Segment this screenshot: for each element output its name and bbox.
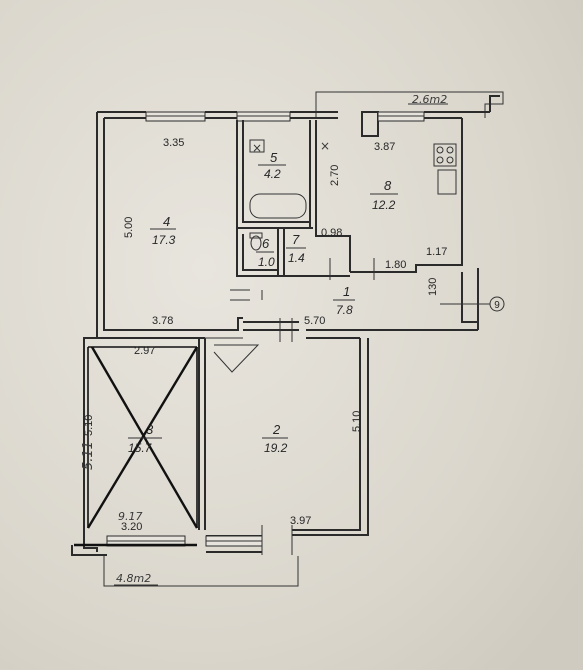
- dim-hall-height: 130: [427, 278, 439, 296]
- room-1-area: 7.8: [336, 303, 353, 317]
- dim-room8-top: 3.87: [374, 141, 395, 153]
- dimension-labels: 3.35 5.00 3.78 2.70 3.87 0.98 1.17 1.80 …: [83, 137, 447, 533]
- dim-room3-height: 5.10: [83, 415, 95, 436]
- room-3-area: 15.7: [128, 441, 153, 455]
- exterior-walls: [71, 95, 500, 556]
- interior-walls: [84, 120, 375, 530]
- room-5-number: 5: [270, 150, 278, 165]
- room-7-area: 1.4: [288, 251, 305, 265]
- room-4-area: 17.3: [152, 233, 176, 247]
- top-balcony-area: 2.6m2: [412, 93, 447, 106]
- dim-room8-inner: 0.98: [321, 227, 342, 239]
- bottom-balcony-area: 4.8m2: [116, 572, 151, 585]
- room-2-number: 2: [272, 422, 281, 437]
- bathtub: [249, 193, 307, 219]
- room-1-number: 1: [343, 284, 350, 299]
- top-windows: [145, 111, 425, 122]
- dim-hall-width: 5.70: [304, 315, 325, 327]
- room-7-number: 7: [292, 232, 300, 247]
- axis-marker-label: 9: [494, 300, 500, 311]
- dim-room4-bottom: 3.78: [152, 315, 173, 327]
- room-6-area: 1.0: [258, 255, 275, 269]
- room-3-number: 3: [146, 422, 154, 437]
- kitchen-sink: [437, 169, 457, 195]
- room-labels: 4 17.3 5 4.2 8 12.2 6 1.0 7 1.4 1 7.8 3 …: [128, 150, 398, 455]
- dim-room2-height: 5.10: [351, 411, 363, 432]
- dim-room3-bottom: 3.20: [121, 521, 142, 533]
- axis-marker: 9: [440, 296, 505, 312]
- dim-room4-height: 5.00: [123, 217, 135, 238]
- bathroom-sink: [249, 139, 265, 153]
- dim-room3-top: 2.97: [134, 345, 155, 357]
- dim-room5-height: 2.70: [329, 165, 341, 186]
- check-mark: ×: [320, 139, 330, 153]
- dim-room8-step: 1.17: [426, 246, 447, 258]
- room-6-number: 6: [262, 236, 270, 251]
- top-balcony: 2.6m2: [315, 91, 504, 118]
- fixtures: [213, 139, 457, 373]
- stove: [433, 143, 457, 167]
- room-3-note: 9.17: [118, 510, 143, 523]
- toilet: [250, 235, 262, 251]
- bottom-windows: [106, 525, 293, 555]
- room-2-area: 19.2: [264, 441, 288, 455]
- dim-room4-top: 3.35: [163, 137, 184, 149]
- room-4-number: 4: [163, 214, 170, 229]
- stove-heater: [213, 344, 260, 373]
- check-mark: ×: [252, 141, 262, 155]
- room-5-area: 4.2: [264, 167, 281, 181]
- handwritten-marks: × × 5.11 9.17: [81, 139, 330, 523]
- room-8-number: 8: [384, 178, 392, 193]
- dim-room8-bottom: 1.80: [385, 259, 406, 271]
- room-3-height-correction: 5.11: [81, 441, 96, 470]
- bottom-balcony: 4.8m2: [103, 556, 299, 587]
- room-8-area: 12.2: [372, 198, 396, 212]
- dim-room2-bottom: 3.97: [290, 515, 311, 527]
